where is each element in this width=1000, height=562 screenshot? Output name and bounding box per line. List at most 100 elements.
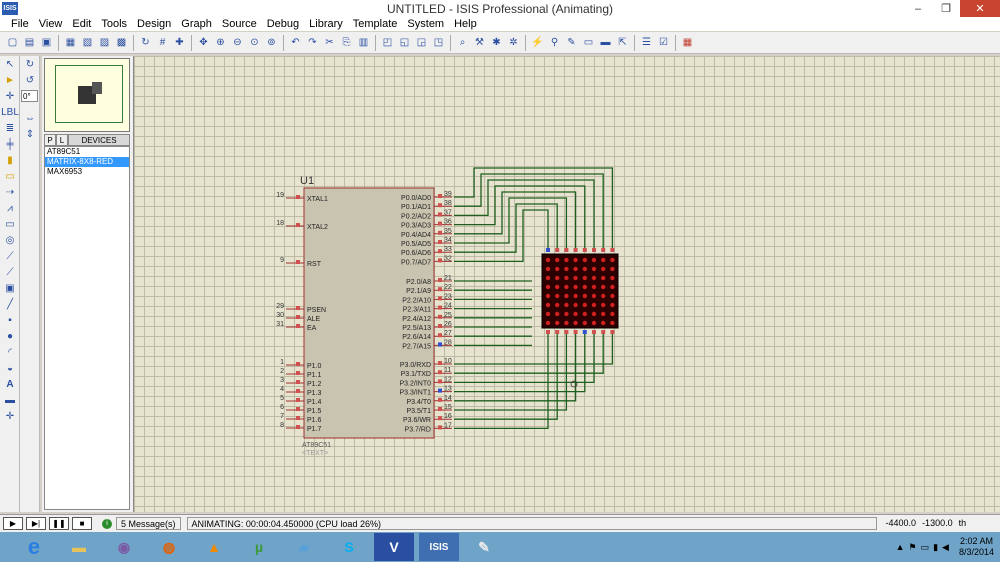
export-icon[interactable]: ▧ [82,37,93,48]
new-sheet-icon[interactable]: ▭ [583,37,594,48]
utorrent-icon[interactable]: µ [254,539,264,555]
property-tool-icon[interactable]: ✎ [567,37,576,48]
menu-view[interactable]: View [38,18,63,30]
rotate-clockwise-icon[interactable]: ↻ [25,58,35,70]
flip-vertical-icon[interactable]: ⇕ [25,128,35,140]
remove-sheet-icon[interactable]: ▬ [600,37,611,48]
menu-file[interactable]: File [11,18,29,30]
netlist-to-ares-icon[interactable]: ▦ [682,37,693,48]
tray-expand-icon[interactable]: ▲ [895,542,905,552]
grid-icon[interactable]: # [159,37,166,48]
new-file-icon[interactable]: ▢ [7,37,18,48]
network-signal-icon[interactable]: ▮ [933,541,939,552]
stop-button[interactable]: ■ [72,517,92,530]
firefox-icon[interactable]: ◍ [162,538,176,555]
import-icon[interactable]: ▦ [65,37,76,48]
maximize-button[interactable]: ❐ [941,3,951,15]
copy-icon[interactable]: ⎘ [342,37,351,48]
schematic-drawing[interactable]: U1AT89C51<TEXT>19XTAL118XTAL29RST29PSEN3… [134,56,1000,512]
electrical-rule-check-icon[interactable]: ☑ [659,37,668,48]
selection-mode-icon[interactable]: ↖ [5,58,15,70]
zoom-out-icon[interactable]: ⊖ [233,37,242,48]
rotate-anticlockwise-icon[interactable]: ↺ [25,74,35,86]
menu-system[interactable]: System [407,18,445,30]
device-icon[interactable]: ▭ [920,541,930,552]
block-rotate-icon[interactable]: ◲ [416,37,427,48]
voltage-probe-icon[interactable]: ⟋ [6,250,14,262]
print-area-icon[interactable]: ▩ [116,37,127,48]
rotation-angle-field[interactable]: 0° [21,90,38,102]
save-icon[interactable]: ▣ [41,37,52,48]
play-button[interactable]: ▶ [3,517,23,530]
text-icon[interactable]: A [6,378,14,390]
viber-icon[interactable]: ◉ [117,538,131,555]
menu-tools[interactable]: Tools [101,18,128,30]
subcircuit-icon[interactable]: ▮ [7,154,13,166]
undo-icon[interactable]: ↶ [291,37,300,48]
flip-horizontal-icon[interactable]: ⇔ [25,112,35,124]
open-folder-icon[interactable]: ▤ [24,37,35,48]
internet-explorer-icon[interactable]: e [27,534,41,559]
pick-device-icon[interactable]: ⌕ [459,37,466,48]
search-icon[interactable]: ⚲ [550,37,559,48]
print-icon[interactable]: ▨ [99,37,110,48]
block-copy-icon[interactable]: ◰ [382,37,393,48]
terminals-icon[interactable]: ▭ [5,170,15,182]
vlc-icon[interactable]: ▲ [207,539,221,555]
bill-of-materials-icon[interactable]: ☰ [642,37,651,48]
line-icon[interactable]: ╱ [6,298,14,310]
paste-icon[interactable]: ▥ [358,37,369,48]
menu-edit[interactable]: Edit [72,18,92,30]
overview-window[interactable] [44,58,130,132]
messages-count[interactable]: 5 Message(s) [116,517,181,530]
generator-icon[interactable]: ◎ [5,234,15,246]
menu-library[interactable]: Library [309,18,343,30]
menu-source[interactable]: Source [221,18,257,30]
circle-icon[interactable]: ● [6,330,14,342]
wire-label-icon[interactable]: LBL [1,106,19,118]
zoom-area-icon[interactable]: ⊚ [267,37,276,48]
exit-to-parent-icon[interactable]: ⇱ [618,37,627,48]
device-pins-icon[interactable]: ⇢ [5,186,15,198]
text-script-icon[interactable]: ≣ [5,122,15,134]
action-center-flag-icon[interactable]: ⚑ [908,541,917,552]
message-status-icon[interactable]: i [102,518,112,529]
file-explorer-icon[interactable]: ▬ [72,539,86,555]
zoom-all-icon[interactable]: ⊙ [250,37,259,48]
buses-icon[interactable]: ╪ [6,138,14,150]
isis-app-icon[interactable]: ISIS [2,2,18,15]
virtual-instruments-icon[interactable]: ▣ [5,282,15,294]
current-probe-icon[interactable]: ⟋ [6,266,14,278]
packaging-icon[interactable]: ✱ [492,37,501,48]
component-mode-icon[interactable]: ► [5,74,15,86]
library-manager-tab[interactable]: L [56,134,68,146]
menu-template[interactable]: Template [352,18,398,30]
skype-icon[interactable]: S [344,539,354,555]
cut-icon[interactable]: ✂ [325,37,334,48]
device-item[interactable]: MATRIX-8X8-RED [45,157,129,167]
menu-debug[interactable]: Debug [266,18,300,30]
tape-recorder-icon[interactable]: ▭ [5,218,15,230]
block-delete-icon[interactable]: ◳ [433,37,444,48]
isis-taskbar-icon[interactable]: ISIS [419,533,459,561]
paint-icon[interactable]: ✎ [478,538,490,555]
marker-icon[interactable]: ✛ [5,410,15,422]
menu-help[interactable]: Help [454,18,477,30]
decompose-icon[interactable]: ✲ [509,37,518,48]
keil-uvision-icon[interactable]: V [374,533,414,561]
close-button[interactable]: ✕ [960,0,1000,17]
system-clock[interactable]: 2:02 AM 8/3/2014 [959,536,994,558]
graph-icon[interactable]: ⩘ [7,202,13,214]
pan-icon[interactable]: ✥ [199,37,208,48]
block-move-icon[interactable]: ◱ [399,37,410,48]
redo-icon[interactable]: ↷ [308,37,317,48]
wire-autorouter-icon[interactable]: ⚡ [531,37,544,48]
menu-graph[interactable]: Graph [181,18,212,30]
minimize-button[interactable]: – [914,2,922,15]
junction-dot-icon[interactable]: ✛ [5,90,15,102]
pause-button[interactable]: ❚❚ [49,517,69,530]
step-button[interactable]: ▶| [26,517,46,530]
symbol-icon[interactable]: ▬ [5,394,15,406]
device-item[interactable]: AT89C51 [47,147,81,156]
pick-devices-tab[interactable]: P [44,134,56,146]
